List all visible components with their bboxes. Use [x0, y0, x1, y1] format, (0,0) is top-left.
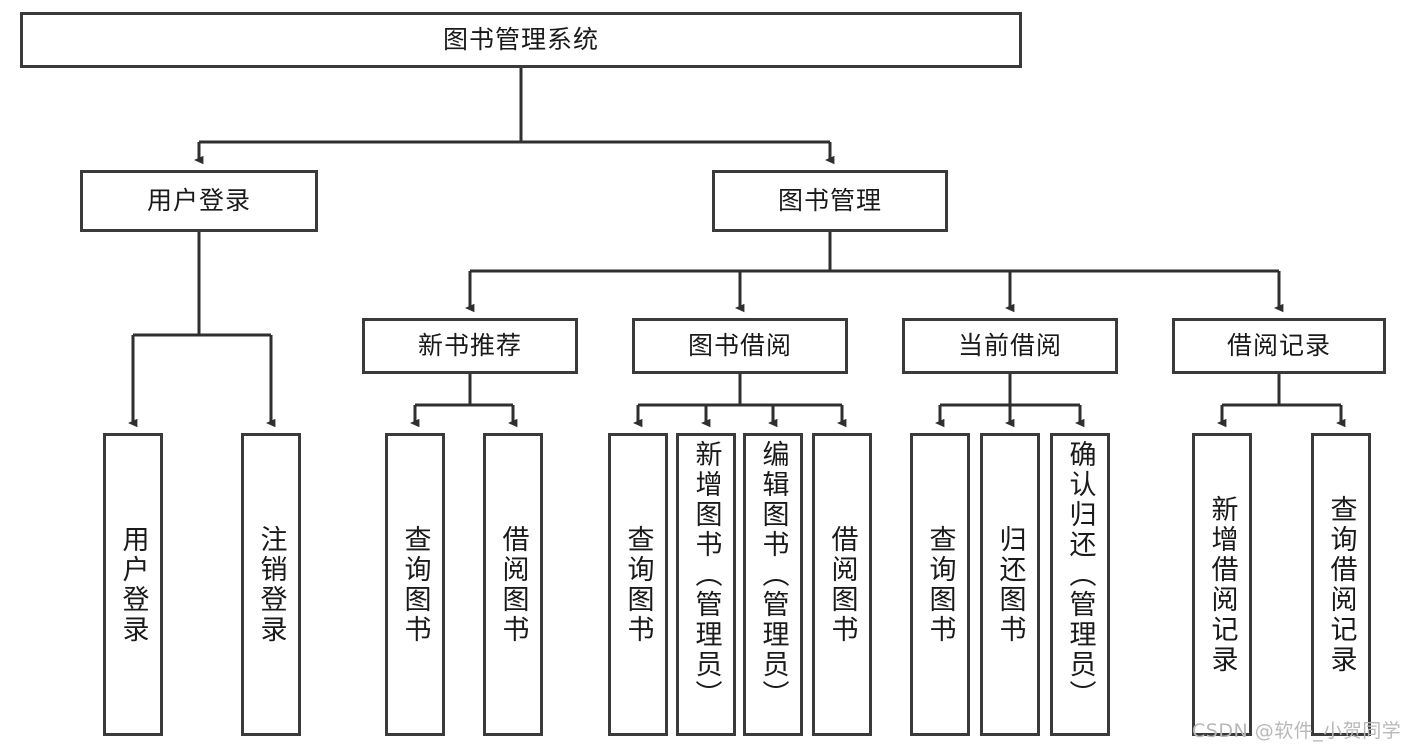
node-borrow-record-label: 借阅记录 — [1226, 331, 1331, 361]
watermark-text: CSDN @软件_小贺同学 — [1192, 720, 1402, 742]
leaf-current-borrow-confirm[interactable]: 确认归还（管理员） — [1050, 433, 1110, 736]
leaf-user-login-logout[interactable]: 注销登录 — [241, 433, 301, 736]
leaf-label: 编辑图书（管理员） — [757, 440, 789, 710]
leaf-book-borrow-query[interactable]: 查询图书 — [608, 433, 668, 736]
node-user-login-label: 用户登录 — [146, 186, 251, 216]
node-current-borrow[interactable]: 当前借阅 — [902, 318, 1118, 374]
node-user-login[interactable]: 用户登录 — [80, 170, 318, 232]
node-borrow-record[interactable]: 借阅记录 — [1172, 318, 1386, 374]
node-root-label: 图书管理系统 — [442, 25, 599, 55]
leaf-borrow-record-query[interactable]: 查询借阅记录 — [1311, 433, 1371, 736]
node-current-borrow-label: 当前借阅 — [957, 331, 1062, 361]
node-root[interactable]: 图书管理系统 — [20, 12, 1022, 68]
leaf-label: 查询图书 — [924, 524, 956, 645]
node-new-book-recommend[interactable]: 新书推荐 — [362, 318, 578, 374]
leaf-label: 查询图书 — [622, 524, 654, 645]
leaf-label: 用户登录 — [117, 524, 149, 645]
leaf-book-borrow-edit[interactable]: 编辑图书（管理员） — [743, 433, 803, 736]
leaf-borrow-record-add[interactable]: 新增借阅记录 — [1192, 433, 1252, 736]
node-book-borrow-label: 图书借阅 — [687, 331, 792, 361]
node-book-borrow[interactable]: 图书借阅 — [632, 318, 848, 374]
leaf-user-login-login[interactable]: 用户登录 — [103, 433, 163, 736]
leaf-label: 借阅图书 — [826, 524, 858, 645]
leaf-current-borrow-return[interactable]: 归还图书 — [980, 433, 1040, 736]
leaf-label: 查询借阅记录 — [1325, 494, 1357, 675]
leaf-label: 新增借阅记录 — [1206, 494, 1238, 675]
leaf-label: 借阅图书 — [497, 524, 529, 645]
leaf-book-borrow-add[interactable]: 新增图书（管理员） — [676, 433, 736, 736]
leaf-label: 归还图书 — [994, 524, 1026, 645]
leaf-label: 新增图书（管理员） — [690, 440, 722, 710]
leaf-label: 注销登录 — [255, 524, 287, 645]
leaf-label: 查询图书 — [399, 524, 431, 645]
leaf-new-book-query[interactable]: 查询图书 — [385, 433, 445, 736]
node-book-management[interactable]: 图书管理 — [712, 170, 948, 232]
leaf-current-borrow-query[interactable]: 查询图书 — [910, 433, 970, 736]
leaf-book-borrow-borrow[interactable]: 借阅图书 — [812, 433, 872, 736]
leaf-new-book-borrow[interactable]: 借阅图书 — [483, 433, 543, 736]
node-book-management-label: 图书管理 — [777, 186, 882, 216]
leaf-label: 确认归还（管理员） — [1064, 440, 1096, 710]
node-new-book-recommend-label: 新书推荐 — [417, 331, 522, 361]
